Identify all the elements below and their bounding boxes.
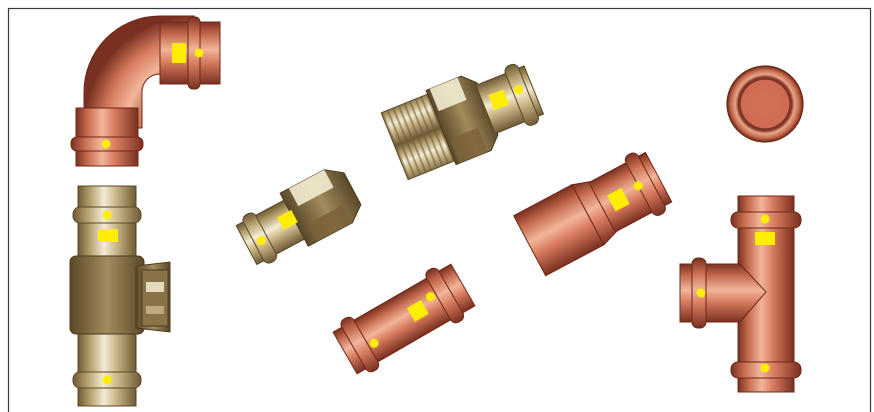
- brass-tee-female-branch: [69, 185, 171, 407]
- copper-reducer: [513, 151, 673, 277]
- copper-tee: [679, 195, 802, 393]
- frame-border: [7, 7, 872, 412]
- brass-male-adapter: [380, 63, 545, 181]
- copper-coupling: [332, 263, 476, 375]
- copper-end-cap: [726, 65, 804, 143]
- copper-elbow-90: [70, 15, 221, 167]
- brass-female-adapter: [235, 169, 362, 266]
